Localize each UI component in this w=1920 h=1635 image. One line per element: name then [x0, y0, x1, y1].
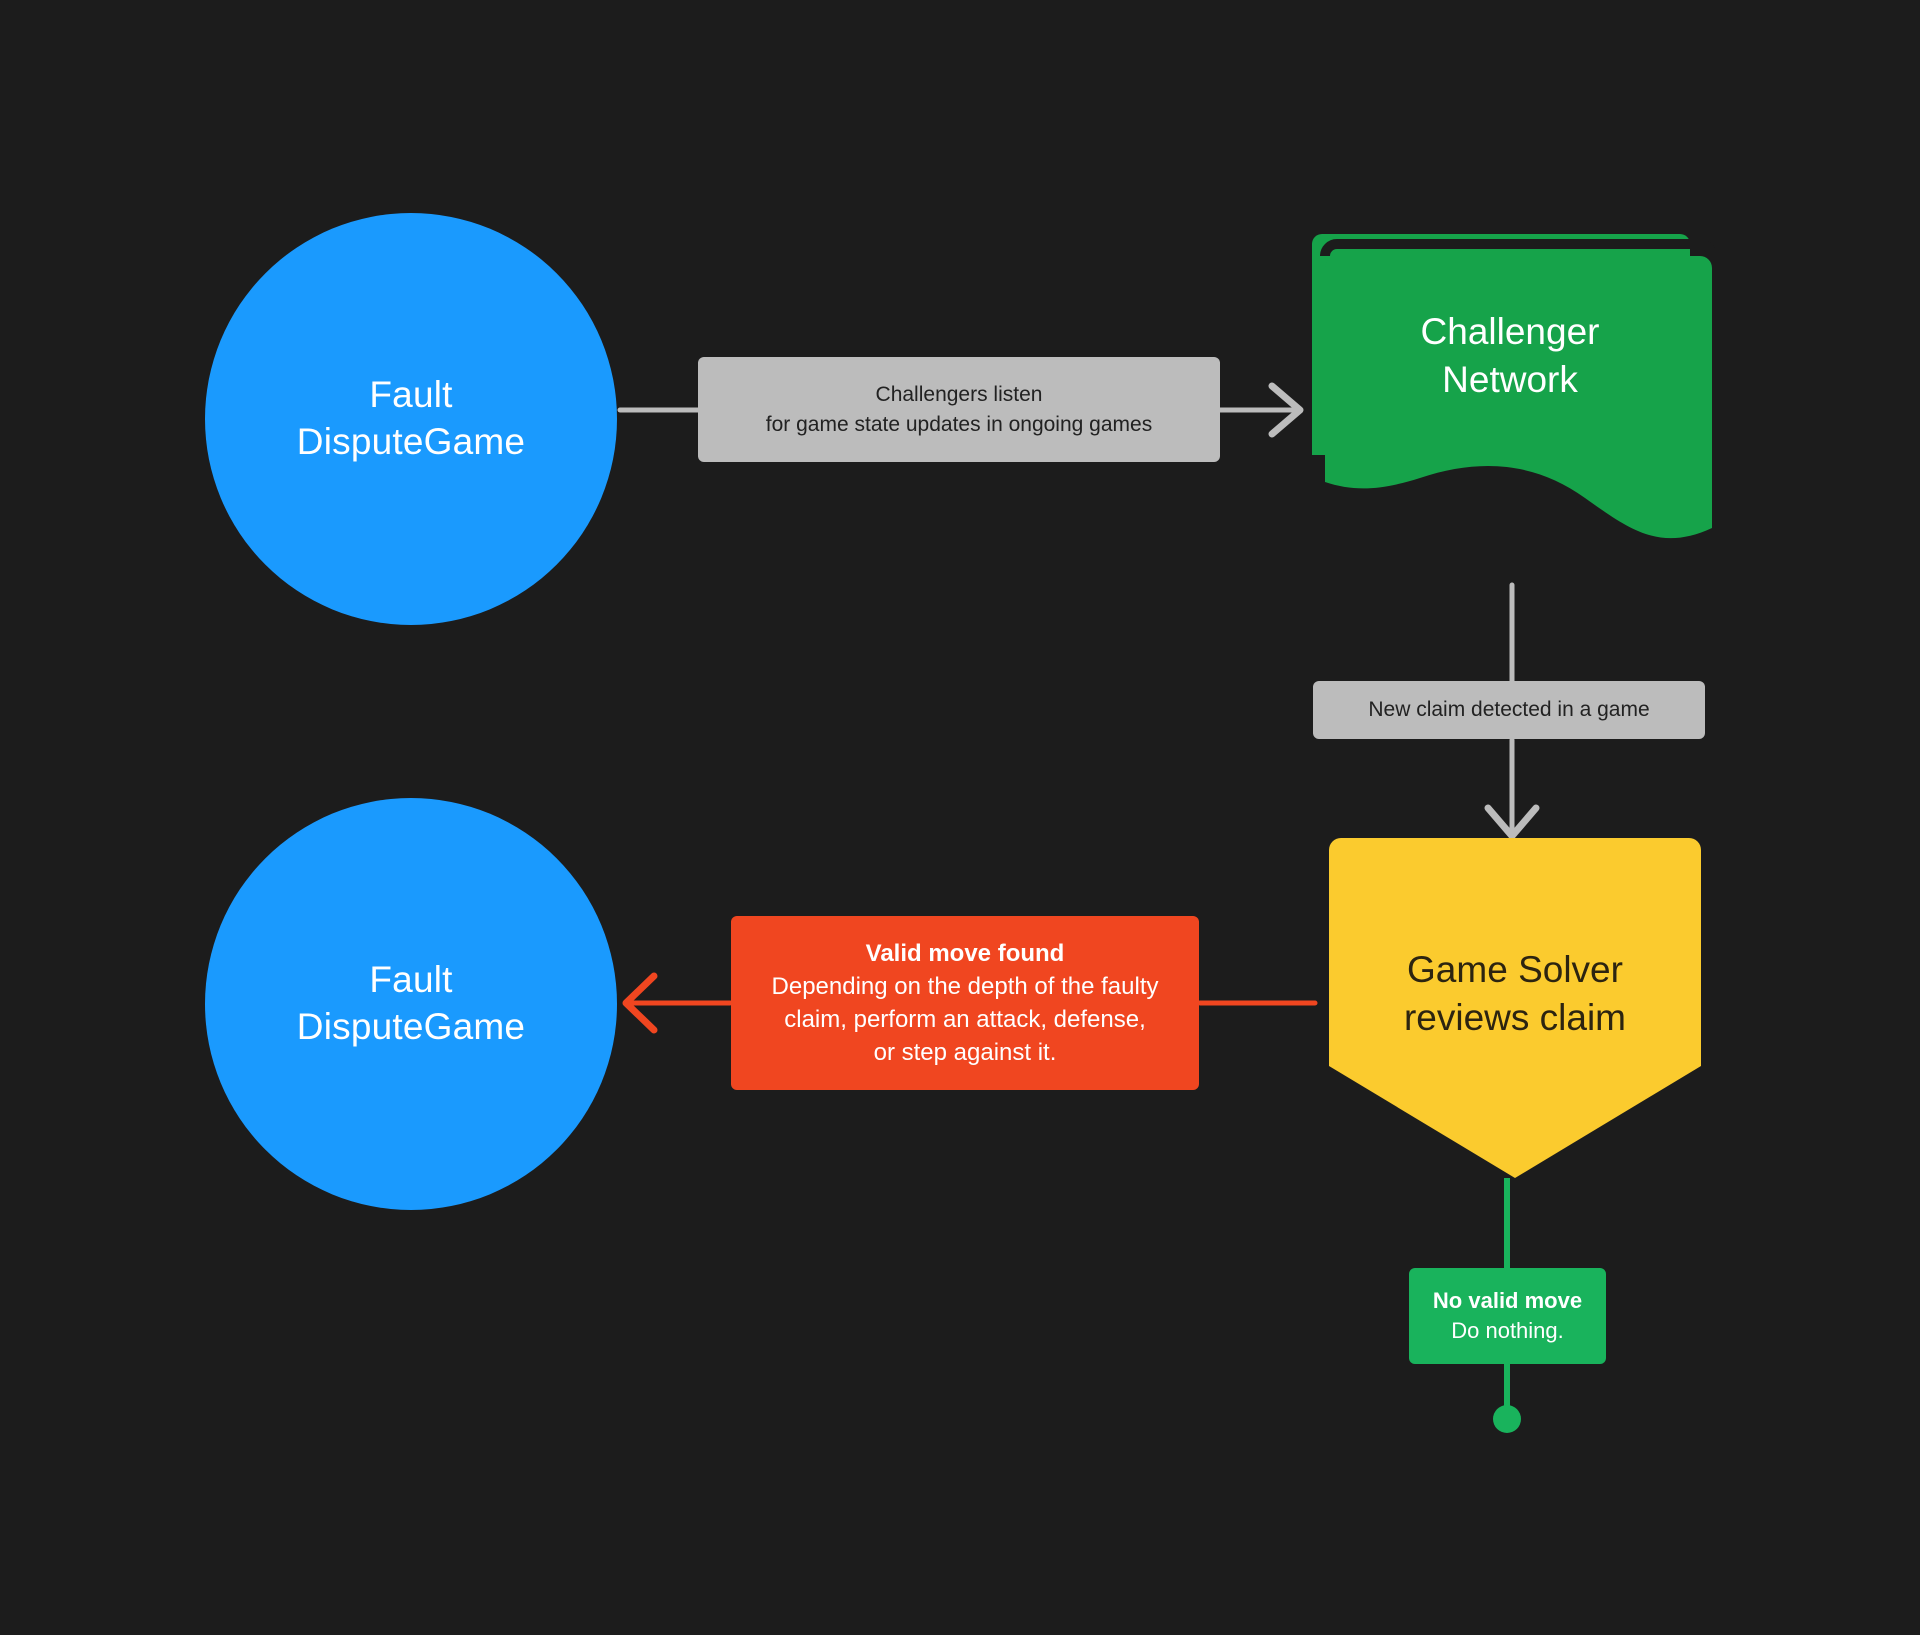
node-label-line2: DisputeGame	[296, 421, 526, 462]
edge-label-line2: Depending on the depth of the faulty	[771, 972, 1159, 1000]
node-label-line1: Fault	[369, 959, 453, 1001]
edge-label-no-valid-move: No valid move Do nothing.	[1409, 1268, 1606, 1364]
arrowhead-right-grey	[1268, 382, 1304, 438]
node-label-line1: Fault	[369, 374, 453, 416]
edge-label-valid-move-found: Valid move found Depending on the depth …	[731, 916, 1199, 1090]
edge-valid-move-found	[622, 972, 1318, 1034]
edge-challengers-listen	[617, 382, 1304, 438]
shield-shape	[1329, 838, 1701, 1178]
edge-label-line2: Do nothing.	[1451, 1318, 1564, 1343]
edge-label-new-claim-detected: New claim detected in a game	[1313, 681, 1705, 739]
node-label: Game Solver reviews claim	[1315, 946, 1715, 1042]
node-label-line1: Game Solver	[1407, 949, 1623, 990]
arrowhead-down-grey	[1484, 804, 1540, 840]
edge-label-line4: or step against it.	[873, 1039, 1057, 1067]
node-label: Fault DisputeGame	[297, 372, 525, 466]
node-label-line2: DisputeGame	[296, 1006, 526, 1047]
document-front-card	[1325, 256, 1712, 539]
edge-label-line3: claim, perform an attack, defense,	[784, 1006, 1146, 1033]
node-fault-dispute-game-top[interactable]: Fault DisputeGame	[205, 213, 617, 625]
node-fault-dispute-game-bottom[interactable]: Fault DisputeGame	[205, 798, 617, 1210]
edge-label-line1: No valid move	[1432, 1287, 1583, 1313]
node-game-solver[interactable]: Game Solver reviews claim	[1315, 836, 1715, 1182]
edge-label-line1: Challengers listen	[875, 382, 1043, 406]
arrowhead-left-orange	[622, 972, 658, 1034]
edge-no-valid-move	[1493, 1178, 1521, 1433]
node-challenger-network[interactable]: Challenger Network	[1300, 230, 1720, 570]
node-label-line2: reviews claim	[1403, 997, 1627, 1039]
edge-new-claim-detected	[1484, 582, 1540, 840]
edge-label-challengers-listen: Challengers listen for game state update…	[698, 357, 1220, 462]
edge-label-line1: New claim detected in a game	[1368, 698, 1650, 722]
node-label: Fault DisputeGame	[297, 957, 525, 1051]
edge-label-line1: Valid move found	[865, 939, 1065, 967]
terminal-dot-icon	[1493, 1405, 1521, 1433]
edge-label-line2: for game state updates in ongoing games	[765, 412, 1153, 436]
